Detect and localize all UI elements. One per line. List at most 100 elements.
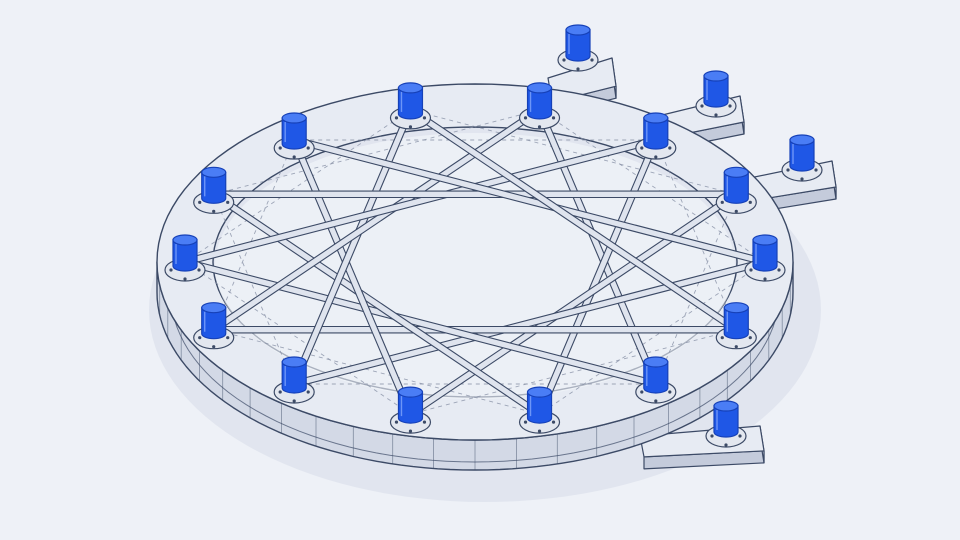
peg-top (526, 386, 553, 398)
dashed-guide (410, 329, 737, 415)
dashed-guide (655, 194, 737, 385)
peg-top (789, 134, 815, 146)
peg-top (201, 166, 227, 178)
peg-body (565, 29, 591, 62)
peg-body (281, 361, 307, 394)
bolt-icon (226, 200, 230, 204)
peg-top (703, 70, 729, 82)
tab-pegs (557, 24, 823, 448)
bolt-icon (748, 200, 752, 204)
peg-top (526, 82, 553, 94)
dashed-guide (184, 109, 411, 263)
bolt-icon (169, 268, 173, 272)
bolt-icon (640, 146, 644, 150)
bolt-icon (668, 390, 672, 394)
bolt-icon (800, 177, 804, 181)
bolt-icon (590, 58, 594, 62)
peg-top (172, 234, 198, 246)
peg-body (397, 391, 424, 424)
peg-body (723, 307, 749, 340)
dashed-guide (184, 261, 411, 415)
peg-top (723, 166, 749, 178)
tab-peg (781, 134, 823, 182)
peg-top (643, 112, 669, 124)
peg-top (397, 82, 424, 94)
bolt-icon (292, 399, 296, 403)
ring-peg (518, 386, 561, 434)
ring-peg (715, 166, 757, 214)
peg-top (565, 24, 591, 36)
tab-peg (695, 70, 737, 118)
peg-body (526, 391, 553, 424)
bolt-icon (537, 125, 542, 129)
bolt-icon (523, 420, 528, 424)
bolt-icon (700, 104, 704, 108)
bolt-icon (197, 268, 201, 272)
bolt-icon (394, 420, 399, 424)
ring-peg (389, 386, 432, 434)
peg-body (703, 75, 729, 108)
bolt-icon (640, 390, 644, 394)
bolt-icon (654, 399, 658, 403)
peg-top (281, 356, 307, 368)
peg-body (723, 171, 749, 204)
bolt-icon (306, 146, 310, 150)
bolt-icon (814, 168, 818, 172)
bolt-icon (734, 209, 738, 213)
bolt-icon (408, 125, 413, 129)
peg-body (752, 239, 778, 272)
bolt-icon (734, 345, 738, 349)
bolt-icon (777, 268, 781, 272)
star-struts (183, 106, 767, 418)
ring-top-surface (156, 83, 794, 441)
peg-top (397, 386, 424, 398)
peg-body (713, 405, 739, 438)
ring-side-wall (156, 261, 794, 471)
peg-body (526, 87, 553, 120)
bolt-icon (306, 390, 310, 394)
dashed-guide (539, 261, 766, 415)
star-strut (213, 190, 737, 199)
bolt-icon (183, 277, 187, 281)
peg-body (643, 117, 669, 150)
bolt-icon (714, 113, 718, 117)
tab-peg (557, 24, 599, 72)
dashed-guide-lines (184, 109, 766, 415)
peg-body (201, 307, 227, 340)
bolt-icon (749, 268, 753, 272)
bolt-icon (724, 443, 728, 447)
dashed-guide (213, 109, 540, 195)
bolt-icon (292, 155, 296, 159)
peg-body (643, 361, 669, 394)
peg-body (397, 87, 424, 120)
bolt-icon (278, 390, 282, 394)
dashed-guide (655, 139, 737, 330)
bolt-icon (394, 116, 399, 120)
bolt-icon (198, 336, 202, 340)
dashed-guide (410, 109, 737, 195)
ring-peg (164, 234, 206, 282)
bolt-icon (523, 116, 528, 120)
ring-peg (389, 82, 432, 130)
bolt-icon (710, 434, 714, 438)
bolt-icon (763, 277, 767, 281)
peg-body (789, 139, 815, 172)
peg-body (201, 171, 227, 204)
bolt-icon (551, 116, 556, 120)
peg-body (172, 239, 198, 272)
ring-peg (193, 166, 235, 214)
bolt-icon (720, 200, 724, 204)
peg-top (281, 112, 307, 124)
ring-peg (635, 356, 677, 404)
dashed-guide (539, 109, 766, 263)
tab-peg (705, 400, 747, 448)
peg-top (201, 302, 227, 314)
bolt-icon (562, 58, 566, 62)
bolt-icon (537, 429, 542, 433)
peg-top (723, 302, 749, 314)
ring-peg (518, 82, 561, 130)
ring-pegs (164, 82, 786, 434)
star-strut (213, 325, 737, 334)
